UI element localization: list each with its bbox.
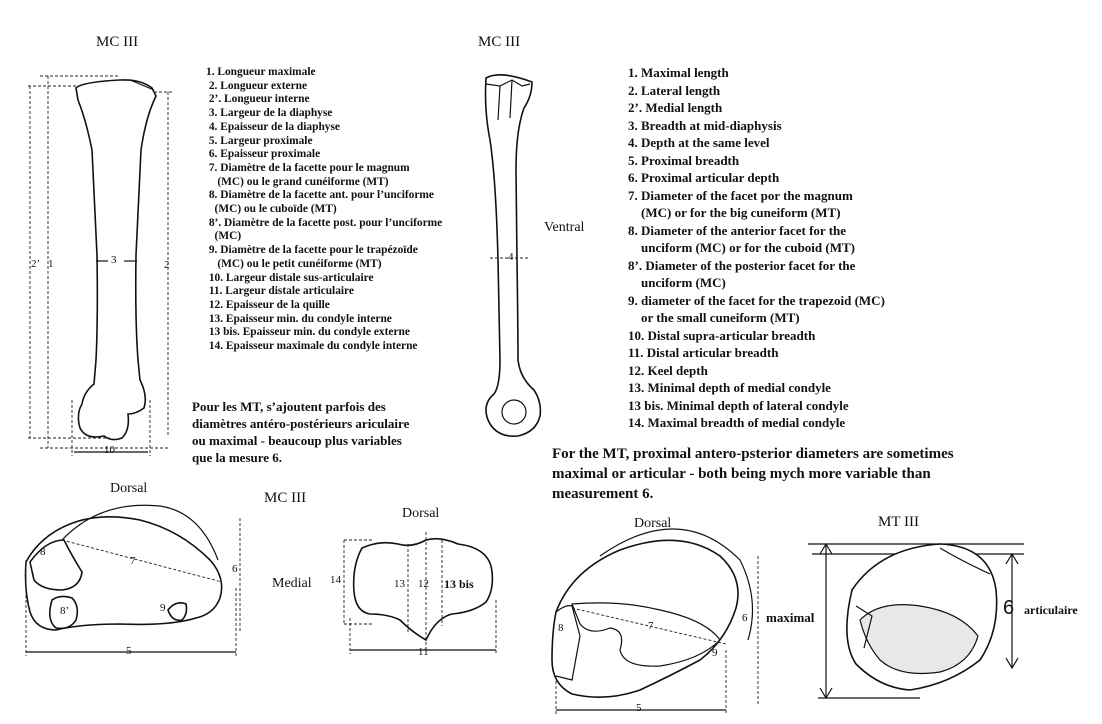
english-measurement-list: 1. Maximal length 2. Lateral length 2’. … <box>628 64 885 432</box>
measure-1: 1 <box>48 258 54 270</box>
list-item: or the small cuneiform (MT) <box>628 310 800 325</box>
measure-2: 2 <box>164 259 170 271</box>
measure-14: 14 <box>330 574 341 586</box>
label-ventral: Ventral <box>544 220 585 235</box>
list-item: 7. Diamètre de la facette pour le magnum <box>206 161 410 174</box>
list-item: (MC) ou le petit cunéiforme (MT) <box>206 257 382 270</box>
list-item: unciform (MC) or for the cuboid (MT) <box>628 240 855 255</box>
measure-mt-9: 9 <box>712 647 718 659</box>
measure-11: 11 <box>418 646 429 658</box>
title-mc3-proximal: MC III <box>264 490 307 506</box>
list-item: 12. Keel depth <box>628 362 708 378</box>
list-item: 11. Largeur distale articulaire <box>206 285 354 298</box>
list-item: 2. Lateral length <box>628 82 721 98</box>
mt3-proximal-stippled <box>808 542 1024 700</box>
list-item: 9. diameter of the facet for the trapezo… <box>628 292 885 308</box>
list-item: 14. Epaisseur maximale du condyle intern… <box>206 340 418 353</box>
measure-6: 6 <box>232 563 238 575</box>
measure-4: 4 <box>508 251 514 263</box>
measure-13: 13 <box>394 578 405 590</box>
measure-8: 8 <box>40 546 46 558</box>
mc3-distal-surface <box>343 532 497 654</box>
list-item: 13 bis. Epaisseur min. du condyle extern… <box>206 326 410 339</box>
mc3-proximal-surface <box>24 504 241 656</box>
measure-mt-5: 5 <box>636 702 642 714</box>
label-medial: Medial <box>272 576 312 591</box>
mt-proximal-surface <box>551 528 759 714</box>
list-item: 4. Epaisseur de la diaphyse <box>206 120 340 133</box>
list-item: 5. Largeur proximale <box>206 134 313 147</box>
measure-mt-8: 8 <box>558 622 564 634</box>
measure-3: 3 <box>111 254 117 266</box>
list-item: 3. Largeur de la diaphyse <box>206 107 333 120</box>
list-item: 2. Longueur externe <box>206 79 308 92</box>
list-item: (MC) ou le grand cunéiforme (MT) <box>206 175 389 188</box>
label-articulaire: articulaire <box>1024 603 1078 617</box>
measure-mt-6: 6 <box>742 612 748 624</box>
measure-13bis: 13 bis <box>444 577 474 591</box>
list-item: 9. Diamètre de la facette pour le trapéz… <box>206 244 418 257</box>
list-item: 3. Breadth at mid-diaphysis <box>628 117 782 133</box>
list-item: 6. Epaisseur proximale <box>206 148 321 161</box>
list-item: 8’. Diamètre de la facette post. pour l’… <box>206 216 443 229</box>
mc3-dorsal-bone <box>28 75 172 456</box>
measure-5: 5 <box>126 645 132 657</box>
label-dorsal-right: Dorsal <box>634 516 672 531</box>
measure-7: 7 <box>130 555 136 567</box>
title-mc3-center: MC III <box>478 34 521 50</box>
list-item: 8’. Diameter of the posterior facet for … <box>628 257 856 273</box>
list-item: (MC) or for the big cuneiform (MT) <box>628 205 841 220</box>
label-dorsal-center: Dorsal <box>402 506 440 521</box>
list-item: 8. Diamètre de la facette ant. pour l’un… <box>206 189 434 202</box>
list-item: (MC) ou le cuboïde (MT) <box>206 203 337 216</box>
measure-9: 9 <box>160 602 166 614</box>
note-french: Pour les MT, s’ajoutent parfois des diam… <box>192 399 410 465</box>
list-item: 10. Distal supra-articular breadth <box>628 327 816 343</box>
french-measurement-list: 1. Longueur maximale 2. Longueur externe… <box>206 66 442 354</box>
list-item: 11. Distal articular breadth <box>628 345 779 360</box>
label-dorsal-left: Dorsal <box>110 481 148 496</box>
list-item: 1. Longueur maximale <box>206 66 316 78</box>
measure-8prime: 8’ <box>60 605 70 617</box>
list-item: 12. Epaisseur de la quille <box>206 298 330 311</box>
list-item: (MC) <box>206 230 242 243</box>
list-item: 13. Epaisseur min. du condyle interne <box>206 312 392 325</box>
measure-mt3-6: 6 <box>1003 597 1015 619</box>
list-item: 6. Proximal articular depth <box>628 170 780 185</box>
measure-12: 12 <box>418 578 429 590</box>
title-mc3-left: MC III <box>96 34 139 50</box>
list-item: 5. Proximal breadth <box>628 152 740 168</box>
measure-2prime: 2’ <box>31 258 41 270</box>
list-item: 1. Maximal length <box>628 65 729 80</box>
list-item: 2’. Longueur interne <box>206 93 310 106</box>
list-item: 4. Depth at the same level <box>628 135 770 150</box>
mc3-lateral-bone <box>484 74 542 437</box>
list-item: 8. Diameter of the anterior facet for th… <box>628 222 847 238</box>
title-mt3-right: MT III <box>878 514 919 530</box>
list-item: 13 bis. Minimal depth of lateral condyle <box>628 397 849 413</box>
label-maximal: maximal <box>766 610 815 625</box>
note-english: For the MT, proximal antero-psterior dia… <box>552 446 954 502</box>
list-item: 10. Largeur distale sus-articulaire <box>206 271 374 284</box>
measure-10: 10 <box>104 444 115 456</box>
list-item: 2’. Medial length <box>628 100 723 115</box>
list-item: 13. Minimal depth of medial condyle <box>628 380 831 395</box>
measure-mt-7: 7 <box>648 620 654 632</box>
list-item: 7. Diameter of the facet por the magnum <box>628 187 853 203</box>
list-item: 14. Maximal breadth of medial condyle <box>628 415 846 430</box>
list-item: unciform (MC) <box>628 275 726 290</box>
